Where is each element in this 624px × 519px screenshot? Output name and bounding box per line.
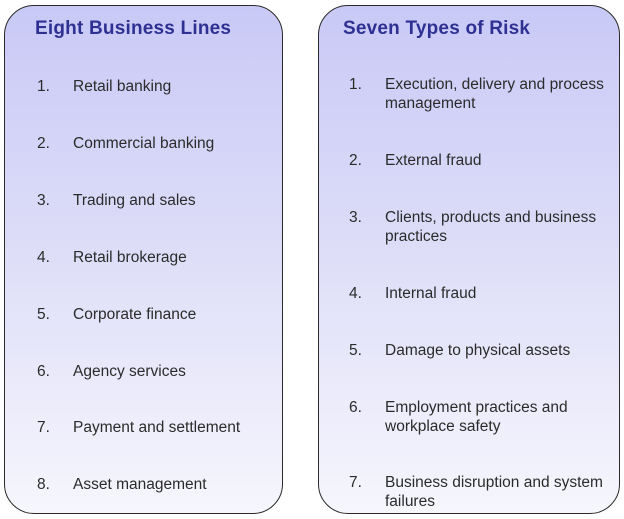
item-number: 5. xyxy=(349,342,362,359)
list-item: 6. Employment practices and workplace sa… xyxy=(349,398,619,436)
item-number: 5. xyxy=(37,306,50,323)
item-label: Agency services xyxy=(73,363,186,380)
list-item: 7. Business disruption and system failur… xyxy=(349,473,619,511)
list-item: 4. Internal fraud xyxy=(349,284,619,303)
item-label: Damage to physical assets xyxy=(385,342,571,359)
item-number: 7. xyxy=(37,419,50,436)
item-number: 2. xyxy=(349,152,362,169)
item-label: Clients, products and business practices xyxy=(385,209,597,245)
item-label: Trading and sales xyxy=(73,192,196,209)
item-label: External fraud xyxy=(385,152,482,169)
item-number: 1. xyxy=(349,76,362,93)
risk-types-title: Seven Types of Risk xyxy=(343,18,531,39)
item-number: 2. xyxy=(37,135,50,152)
list-item: 4. Retail brokerage xyxy=(37,248,187,267)
item-label: Internal fraud xyxy=(385,285,477,302)
list-item: 1. Retail banking xyxy=(37,77,171,96)
business-lines-title: Eight Business Lines xyxy=(35,18,232,39)
list-item: 2. Commercial banking xyxy=(37,134,214,153)
item-number: 3. xyxy=(349,209,362,226)
item-label: Business disruption and system failures xyxy=(385,474,603,510)
risk-types-panel: Seven Types of Risk 1. Execution, delive… xyxy=(318,5,620,514)
item-label: Employment practices and workplace safet… xyxy=(385,399,568,435)
item-label: Execution, delivery and process manageme… xyxy=(385,76,604,112)
item-number: 7. xyxy=(349,474,362,491)
list-item: 2. External fraud xyxy=(349,151,619,170)
list-item: 7. Payment and settlement xyxy=(37,418,240,437)
list-item: 1. Execution, delivery and process manag… xyxy=(349,75,619,113)
item-number: 3. xyxy=(37,192,50,209)
list-item: 3. Trading and sales xyxy=(37,191,196,210)
list-item: 6. Agency services xyxy=(37,362,186,381)
item-label: Commercial banking xyxy=(73,135,215,152)
item-label: Corporate finance xyxy=(73,306,197,323)
item-number: 4. xyxy=(349,285,362,302)
business-lines-panel: Eight Business Lines 1. Retail banking 2… xyxy=(4,5,283,514)
item-label: Payment and settlement xyxy=(73,419,241,436)
item-number: 1. xyxy=(37,78,50,95)
list-item: 3. Clients, products and business practi… xyxy=(349,208,619,246)
item-label: Retail brokerage xyxy=(73,249,187,266)
item-number: 6. xyxy=(349,399,362,416)
item-number: 6. xyxy=(37,363,50,380)
list-item: 5. Corporate finance xyxy=(37,305,196,324)
list-item: 5. Damage to physical assets xyxy=(349,341,619,360)
list-item: 8. Asset management xyxy=(37,475,207,494)
item-number: 4. xyxy=(37,249,50,266)
item-label: Asset management xyxy=(73,476,207,493)
item-number: 8. xyxy=(37,476,50,493)
item-label: Retail banking xyxy=(73,78,172,95)
